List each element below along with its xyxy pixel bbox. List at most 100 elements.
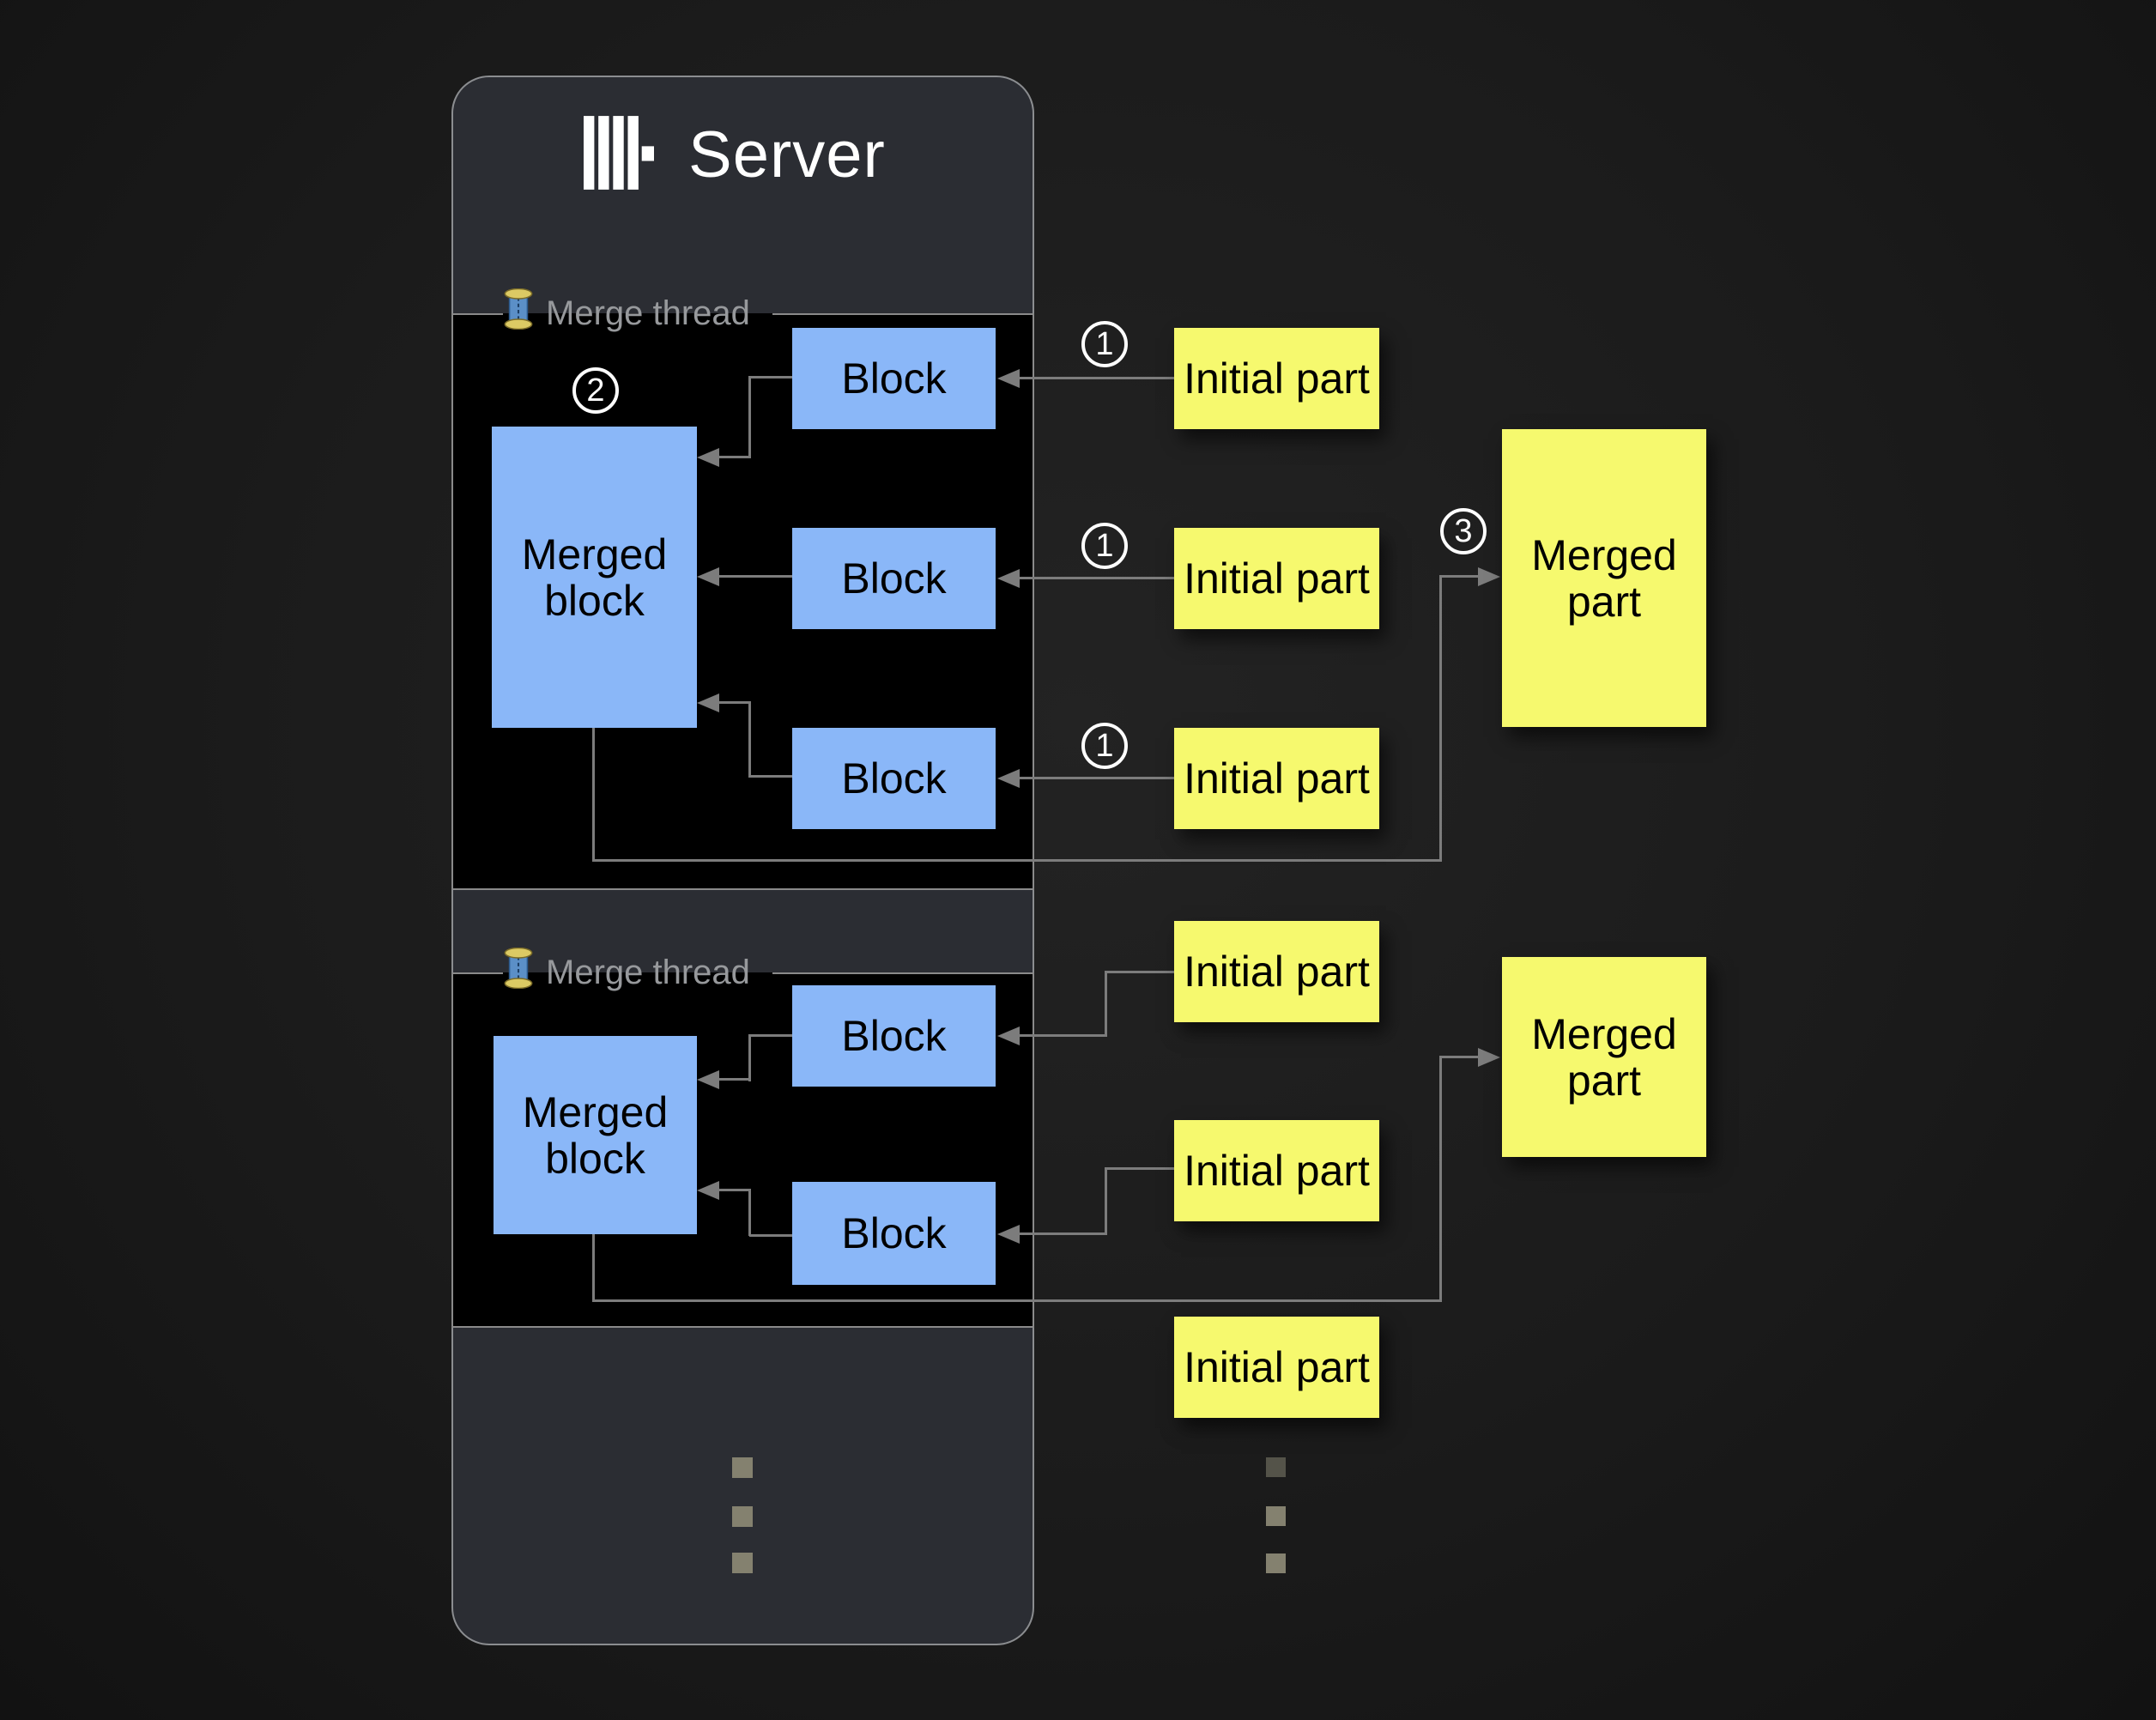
merged-block-1: Merged block [492,427,697,728]
parts-ellipsis-dot-3 [1266,1553,1286,1573]
thread-spool-icon [503,947,534,997]
connector-ip22-b22-h1 [1105,1167,1174,1170]
parts-ellipsis-dot-1 [1266,1457,1286,1477]
connector-b21-mb2-v [748,1034,751,1081]
parts-ellipsis-dot-2 [1266,1506,1286,1526]
block-2-1-label: Block [841,1012,947,1060]
block-2-1: Block [792,985,996,1087]
server-ellipsis-dot-1 [732,1457,753,1478]
initial-part-2-2: Initial part [1174,1120,1379,1221]
merged-block-2: Merged block [494,1036,697,1234]
connector-mb2-out-v2 [1439,1057,1442,1302]
initial-part-1-1: Initial part [1174,328,1379,429]
connector-b13-mb1-h2 [718,701,750,704]
connector-b11-mb1-h2 [718,456,750,458]
merged-block-1-label: Merged block [521,530,668,625]
connector-ip21-b21-h1 [1105,971,1174,973]
merged-block-2-label: Merged block [522,1087,669,1183]
connector-b11-mb1-h1 [749,376,792,379]
connector-mb1-out-v1 [592,728,595,862]
arrowhead-ip22-b22 [997,1225,1020,1244]
step-1-badge-c: 1 [1081,723,1128,769]
server-ellipsis-dot-3 [732,1553,753,1573]
panel1-border-top-left [451,313,503,315]
connector-ip11-b11 [1018,377,1174,379]
block-2-2: Block [792,1182,996,1285]
step-1-number-c: 1 [1095,727,1114,764]
connector-ip22-b22-h2 [1018,1232,1107,1235]
merged-part-1: Merged part [1502,429,1706,727]
merged-part-2: Merged part [1502,957,1706,1157]
block-1-3-label: Block [841,754,947,802]
arrowhead-ip12-b12 [997,569,1020,588]
block-1-2-label: Block [841,554,947,603]
arrowhead-b11-mb1 [697,448,719,467]
initial-part-2-3: Initial part [1174,1317,1379,1418]
connector-ip22-b22-v [1105,1167,1107,1235]
connector-mb2-out-h1 [592,1299,1442,1302]
initial-part-1-1-label: Initial part [1184,354,1370,403]
panel2-border-top-left [451,972,503,974]
connector-ip21-b21-v [1105,971,1107,1036]
connector-mb1-out-v2 [1439,577,1442,862]
step-3-badge: 3 [1440,508,1487,554]
merge-thread-label-1: Merge thread [503,288,750,334]
connector-b11-mb1-v [748,376,751,458]
initial-part-1-3: Initial part [1174,728,1379,829]
initial-part-2-1: Initial part [1174,921,1379,1022]
arrowhead-ip21-b21 [997,1027,1020,1045]
block-2-2-label: Block [841,1209,947,1257]
server-title: Server [688,118,886,191]
arrowhead-b22-mb2 [697,1181,719,1200]
merged-part-1-label: Merged part [1531,530,1677,626]
initial-part-2-2-label: Initial part [1184,1147,1370,1195]
merge-thread-label-2: Merge thread [503,947,750,993]
block-1-1-label: Block [841,354,947,403]
merged-part-2-label: Merged part [1531,1009,1677,1105]
initial-part-1-2: Initial part [1174,528,1379,629]
connector-mb2-out-h2 [1439,1056,1479,1058]
merge-thread-label-text: Merge thread [546,953,750,991]
server-ellipsis-dot-2 [732,1506,753,1527]
connector-b22-mb2-h1 [749,1234,792,1237]
connector-b21-mb2-h1 [749,1034,792,1037]
block-1-3: Block [792,728,996,829]
connector-b12-mb1 [718,575,792,578]
connector-b13-mb1-v [748,701,751,778]
connector-b22-mb2-h2 [718,1189,750,1191]
block-1-1: Block [792,328,996,429]
initial-part-1-3-label: Initial part [1184,754,1370,802]
step-3-number: 3 [1454,512,1473,549]
step-1-badge-b: 1 [1081,523,1128,569]
merge-thread-label-text: Merge thread [546,294,750,332]
step-2-number: 2 [586,372,605,409]
arrowhead-ip13-b13 [997,769,1020,788]
panel2-border-top-right [772,972,1034,974]
step-1-badge-a: 1 [1081,321,1128,367]
connector-ip13-b13 [1018,777,1174,779]
arrowhead-ip11-b11 [997,369,1020,388]
step-1-number-a: 1 [1095,325,1114,362]
arrowhead-b12-mb1 [697,567,719,586]
initial-part-2-3-label: Initial part [1184,1343,1370,1391]
panel1-border-top-right [772,313,1034,315]
connector-b13-mb1-h1 [749,775,792,778]
connector-b22-mb2-v [748,1189,751,1236]
arrowhead-b21-mb2 [697,1070,719,1089]
connector-b21-mb2-h2 [718,1078,750,1081]
clickhouse-logo-icon [584,115,654,194]
initial-part-1-2-label: Initial part [1184,554,1370,603]
arrowhead-mb2-mergedpart2 [1478,1048,1500,1067]
connector-ip21-b21-h2 [1018,1034,1107,1037]
arrowhead-b13-mb1 [697,693,719,712]
step-2-badge: 2 [572,367,619,414]
connector-mb2-out-v1 [592,1234,595,1302]
initial-part-2-1-label: Initial part [1184,948,1370,996]
connector-mb1-out-h1 [592,859,1442,862]
arrowhead-mb1-mergedpart1 [1478,567,1500,586]
server-header: Server [584,112,927,197]
connector-ip12-b12 [1018,577,1174,579]
thread-spool-icon [503,288,534,338]
block-1-2: Block [792,528,996,629]
